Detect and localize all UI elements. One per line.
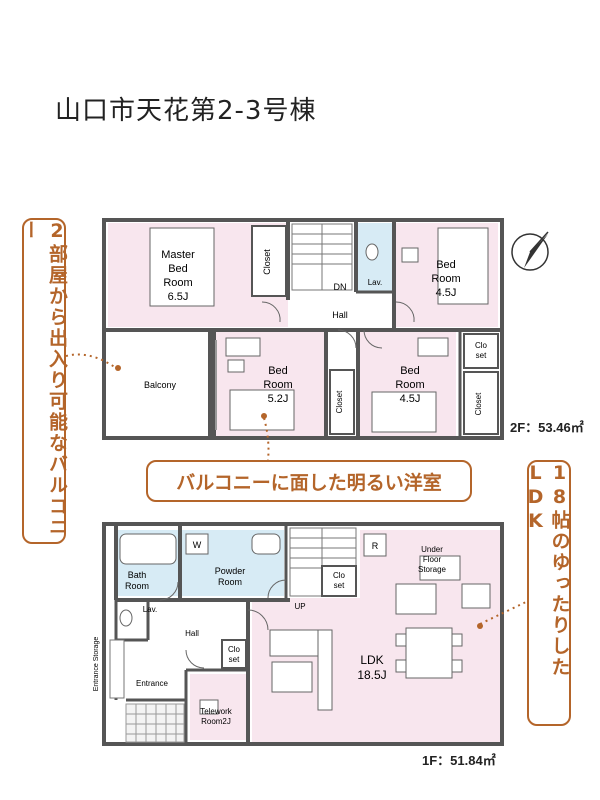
- master-label-2: Bed: [168, 263, 188, 275]
- balcony-label: Balcony: [144, 380, 177, 390]
- bath-label-1: Bath: [128, 570, 147, 580]
- master-label-1: Master: [161, 249, 195, 261]
- entrance-storage-label: Entrance Storage: [93, 637, 100, 692]
- callout-balcony: 2部屋から出入り可能なバルコニー: [19, 218, 68, 544]
- bed45a-label-3: 4.5J: [436, 287, 457, 299]
- closet-label-52: Closet: [335, 390, 344, 413]
- powder-label-2: Room: [218, 577, 242, 587]
- bed45a-label-1: Bed: [436, 259, 456, 271]
- telework-label-1: Telework: [200, 707, 233, 716]
- floor-2-area: 2F：53.46㎡: [510, 420, 584, 435]
- bed45b-label-3: 4.5J: [400, 393, 421, 405]
- storage-label-2: Floor: [423, 555, 442, 564]
- closet-label-master: Closet: [262, 249, 272, 275]
- powder-label-1: Powder: [215, 566, 246, 576]
- hall-label-1f: Hall: [185, 629, 199, 638]
- closet-label-45b-1: Clo: [475, 341, 488, 350]
- floor-1-area: 1F：51.84㎡: [422, 753, 496, 768]
- up-label: UP: [294, 602, 305, 611]
- master-label-3: Room: [163, 277, 192, 289]
- north-arrow-icon: [511, 231, 549, 271]
- bed52-label-3: 5.2J: [268, 393, 289, 405]
- bed52-label-2: Room: [263, 379, 292, 391]
- closet-label-45b-2: set: [476, 351, 487, 360]
- bed45a-label-2: Room: [431, 273, 460, 285]
- bed45b-label-2: Room: [395, 379, 424, 391]
- washer-label: W: [193, 540, 202, 550]
- hall-label-2f: Hall: [332, 310, 348, 320]
- floor-1-plan: Bath Room Powder Room W R Clo set Under …: [93, 522, 527, 746]
- storage-label-1: Under: [421, 545, 443, 554]
- floor-2-plan: Master Bed Room 6.5J Closet DN Lav. Hall…: [65, 218, 504, 461]
- entrance-label: Entrance: [136, 679, 169, 688]
- dn-label: DN: [334, 282, 347, 292]
- master-label-4: 6.5J: [168, 291, 189, 303]
- bath-label-2: Room: [125, 581, 149, 591]
- page-title: 山口市天花第2-3号棟: [55, 96, 317, 126]
- closet-label-1f-hall-2: set: [229, 655, 240, 664]
- closet-label-1f-stairs-1: Clo: [333, 571, 346, 580]
- ldk-label-1: LDK: [360, 653, 383, 667]
- bed52-label-1: Bed: [268, 365, 288, 377]
- lav-label-2f: Lav.: [368, 278, 383, 287]
- callout-ldk: 18帖のゆったりしたLDK: [525, 460, 571, 726]
- closet-label-1f-hall-1: Clo: [228, 645, 241, 654]
- lav-label-1f: Lav.: [143, 605, 158, 614]
- storage-label-3: Storage: [418, 565, 447, 574]
- fridge-label: R: [372, 541, 379, 551]
- callout-bright-room: バルコニーに面した明るい洋室: [146, 460, 472, 502]
- ldk-label-2: 18.5J: [357, 668, 386, 682]
- telework-label-2: Room2J: [201, 717, 231, 726]
- closet-label-1f-stairs-2: set: [334, 581, 345, 590]
- closet-label-45b-tall: Closet: [474, 392, 483, 415]
- bed45b-label-1: Bed: [400, 365, 420, 377]
